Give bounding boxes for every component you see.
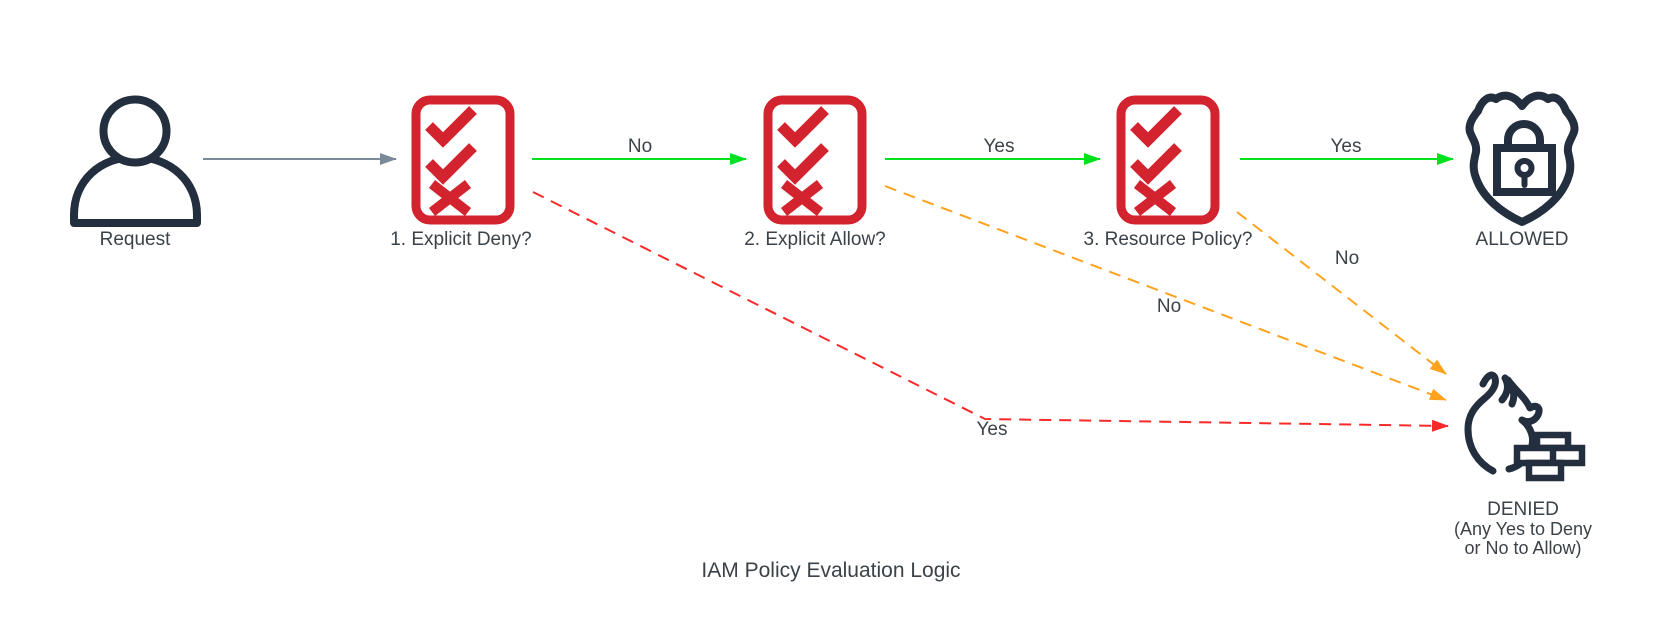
node-label-explicit-allow: 2. Explicit Allow? <box>744 229 886 250</box>
denied-subtext-2: or No to Allow) <box>1464 538 1582 558</box>
denied-subtext-1: (Any Yes to Deny <box>1453 519 1593 539</box>
node-resource-policy <box>1116 95 1220 225</box>
edge-label-resource-no: No <box>1334 248 1360 269</box>
edge-label-resource-yes: Yes <box>1330 136 1362 157</box>
node-explicit-allow <box>763 95 867 225</box>
node-label-resource-policy: 3. Resource Policy? <box>1083 229 1253 250</box>
shield-lock-icon <box>1465 91 1579 226</box>
node-allowed <box>1450 85 1595 235</box>
node-label-allowed: ALLOWED <box>1475 229 1569 250</box>
edge-label-allow-yes: Yes <box>983 136 1015 157</box>
node-label-request: Request <box>99 229 171 250</box>
connector-resource-no-to-denied <box>1236 211 1447 375</box>
node-explicit-deny <box>411 95 515 225</box>
edge-label-allow-no: No <box>1156 296 1182 317</box>
checklist-icon <box>1116 95 1220 225</box>
diagram-title: IAM Policy Evaluation Logic <box>701 559 961 582</box>
connector-allow-no-to-denied <box>884 185 1447 401</box>
node-request <box>60 85 210 235</box>
checklist-icon <box>763 95 867 225</box>
edge-label-deny-yes: Yes <box>976 419 1008 440</box>
node-denied <box>1455 360 1595 485</box>
node-label-denied: DENIED (Any Yes to Deny or No to Allow) <box>1398 500 1648 558</box>
node-label-explicit-deny: 1. Explicit Deny? <box>390 229 532 250</box>
denied-title: DENIED <box>1487 499 1559 520</box>
firewall-icon <box>1464 371 1586 482</box>
edge-label-deny-no: No <box>627 136 653 157</box>
checklist-icon <box>411 95 515 225</box>
user-icon <box>70 95 201 227</box>
connector-deny-yes-to-denied <box>532 191 1449 432</box>
